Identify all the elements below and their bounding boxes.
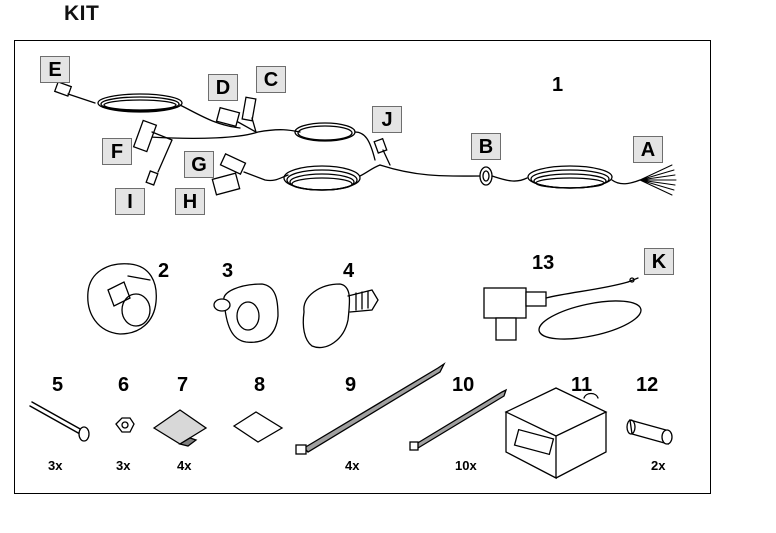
quantity-part-10: 10x (455, 458, 477, 473)
quantity-part-7: 4x (177, 458, 192, 473)
connector-j-plug (373, 137, 391, 166)
connector-g-h (211, 153, 289, 196)
wire-coil-right (527, 165, 613, 189)
wire-coil-mid-lower (283, 165, 361, 191)
part-number-12: 12 (636, 374, 659, 396)
part-number-5: 5 (52, 374, 64, 396)
cable-tie-part-9 (295, 362, 446, 455)
label-b: B (471, 133, 501, 160)
part-number-3: 3 (222, 260, 234, 282)
socket-part-2 (87, 263, 157, 335)
label-k: K (644, 248, 674, 275)
part-number-1: 1 (552, 74, 564, 96)
label-g: G (184, 151, 214, 178)
quantity-part-12: 2x (651, 458, 666, 473)
quantity-part-9: 4x (345, 458, 360, 473)
label-a: A (633, 136, 663, 163)
connector-d-c (215, 96, 257, 133)
part-number-2: 2 (158, 260, 170, 282)
grommet-b (479, 166, 493, 186)
connector-i-plug (145, 139, 173, 186)
control-module-part-11 (504, 387, 608, 480)
part-number-8: 8 (254, 374, 266, 396)
wiring-harness (53, 81, 677, 196)
part-number-4: 4 (343, 260, 355, 282)
fuse-holder-part-13 (483, 277, 642, 341)
connector-e-plug (53, 81, 96, 104)
label-c: C (256, 66, 286, 93)
connector-sleeve-part-12 (626, 419, 673, 445)
part-number-6: 6 (118, 374, 130, 396)
pad-part-8 (232, 411, 284, 443)
part-number-10: 10 (452, 374, 475, 396)
connector-f (132, 119, 173, 153)
label-j: J (372, 106, 402, 133)
label-d: D (208, 74, 238, 101)
adhesive-pad-part-7 (152, 409, 208, 447)
socket-plate-part-3 (213, 283, 279, 343)
label-h: H (175, 188, 205, 215)
seal-plate-part-4 (302, 283, 379, 349)
label-i: I (115, 188, 145, 215)
quantity-part-5: 3x (48, 458, 63, 473)
cable-tie-part-10 (409, 388, 508, 451)
part-number-9: 9 (345, 374, 357, 396)
wire-coil-mid-upper (294, 122, 356, 142)
label-f: F (102, 138, 132, 165)
kit-frame (14, 40, 711, 494)
part-number-13: 13 (532, 252, 555, 274)
part-number-7: 7 (177, 374, 189, 396)
wire-coil-left (97, 93, 183, 113)
kit-title: KIT (64, 2, 100, 25)
wire-fan-a (639, 164, 677, 196)
part-number-11: 11 (571, 374, 593, 396)
label-e: E (40, 56, 70, 83)
quantity-part-6: 3x (116, 458, 131, 473)
nut-part-6 (115, 417, 135, 433)
screw-part-5 (29, 401, 90, 442)
